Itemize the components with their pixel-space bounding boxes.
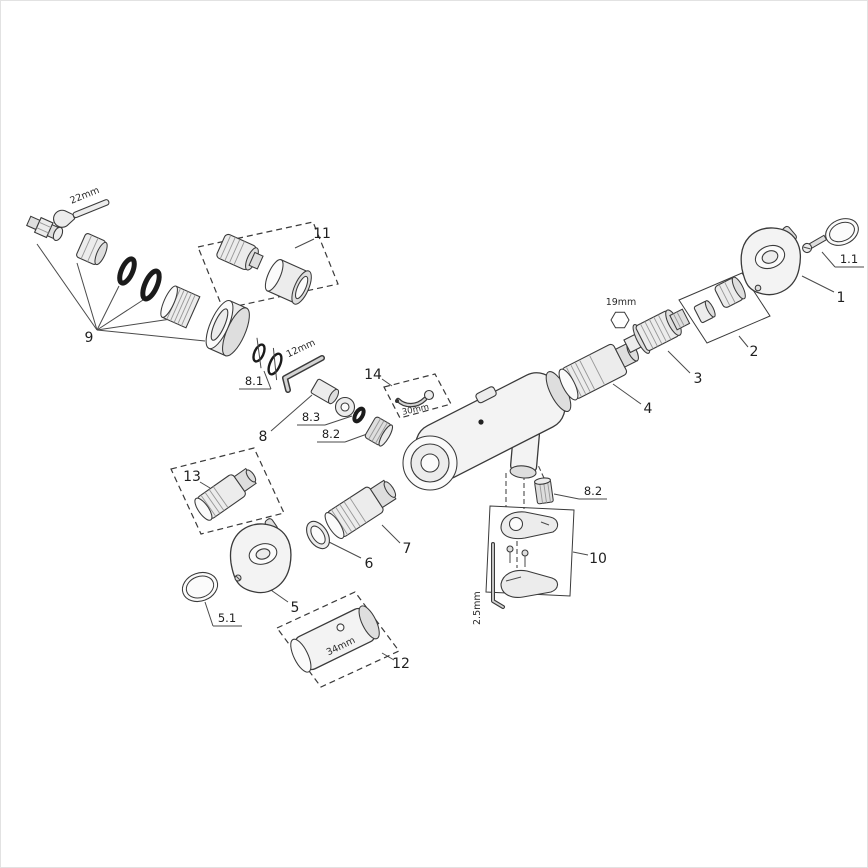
part-9-o-ring-1: [117, 256, 137, 286]
part-8-1-seal-washer-2: [267, 347, 283, 381]
part-10-bracket-top: [500, 511, 559, 540]
hook-spanner-30mm-icon: 30mm: [395, 389, 435, 418]
part-8-3-o-ring: [352, 406, 366, 424]
part-10-bracket-bottom: [500, 569, 559, 598]
kit-box-14: [383, 373, 452, 419]
callout-8-2: 8.2: [322, 427, 340, 441]
callout-11: 11: [313, 226, 331, 242]
part-6-retaining-ring: [306, 520, 330, 550]
mixer-body: [402, 371, 572, 491]
hex-size-label: 19mm: [606, 297, 637, 308]
callout-8: 8: [259, 429, 268, 445]
hex-19mm-icon: 19mm: [606, 297, 637, 329]
part-5-1-cover-cap: [181, 571, 219, 603]
part-5-escutcheon: [229, 518, 292, 594]
part-8-elbow-flange: [334, 396, 356, 418]
part-11-cartridge-insert: [216, 233, 264, 271]
group-box-2: [678, 272, 771, 344]
kit-box-11: [197, 221, 339, 310]
callout-1: 1: [837, 290, 846, 306]
part-1-1-screw: [802, 234, 828, 254]
callout-3: 3: [694, 371, 703, 387]
callout-12: 12: [392, 656, 410, 672]
callout-1-1: 1.1: [840, 252, 858, 266]
part-11-sleeve-cup: [264, 259, 312, 305]
callout-5-1: 5.1: [218, 611, 236, 625]
callout-10: 10: [589, 551, 607, 567]
part-9-union-nut: [76, 233, 108, 266]
part-2-ribbed-cap: [693, 300, 716, 324]
callout-4: 4: [644, 401, 653, 417]
allen-key-size-label: 12mm: [285, 337, 317, 360]
wrench-22mm-icon: 22mm: [53, 185, 110, 228]
part-8-1-seal-washer-1: [252, 337, 266, 369]
part-1-1-cover-cap: [825, 218, 859, 246]
callout-7: 7: [403, 541, 412, 557]
group-box-10: [485, 505, 575, 597]
callout-2: 2: [750, 344, 759, 360]
small-allen-size-label: 2.5mm: [472, 591, 483, 625]
part-8-connector: [310, 378, 340, 405]
part-7-diverter-cartridge: [324, 479, 397, 539]
allen-key-2-5mm-icon: 2.5mm: [472, 542, 505, 625]
callout-5: 5: [291, 600, 300, 616]
callout-14: 14: [364, 367, 382, 383]
part-1-handle: [740, 225, 801, 296]
part-8-2-knurled-nut: [364, 416, 394, 447]
callout-6: 6: [365, 556, 374, 572]
socket-tool-34mm: 34mm: [290, 605, 380, 673]
leader-lines: [36, 238, 864, 661]
part-13-spare-cartridge: [194, 467, 257, 521]
callout-labels: 9 11 8.1 8.3 8.2 8 14 4 3 2 1.1 1 8.2 10…: [85, 226, 859, 672]
part-9-flange-ring: [205, 300, 250, 357]
part-9-ribbed-sleeve: [160, 285, 201, 329]
callout-8-3: 8.3: [302, 410, 320, 424]
part-2-stop-ring: [714, 276, 746, 308]
part-9-screw-fitting: [26, 215, 64, 242]
dashed-connectors: [505, 464, 545, 568]
part-9-o-ring-2: [140, 268, 162, 302]
callout-8-1: 8.1: [245, 374, 263, 388]
part-3-thermostat-cartridge: [623, 308, 691, 354]
callout-9: 9: [85, 330, 94, 346]
part-10-screws: [506, 545, 529, 567]
callout-13: 13: [183, 469, 201, 485]
part-8-2b-plug: [533, 477, 554, 505]
body-screw-dot: [478, 419, 484, 425]
callout-8-2b: 8.2: [584, 484, 602, 498]
